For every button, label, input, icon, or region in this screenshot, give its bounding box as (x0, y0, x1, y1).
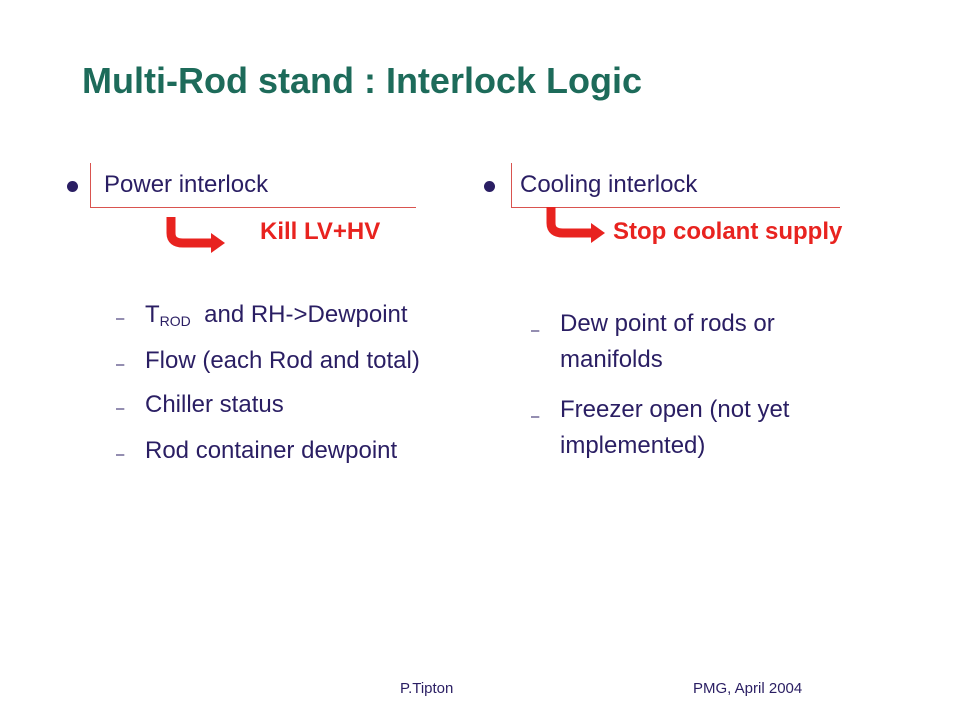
trod-symbol: T (145, 301, 160, 328)
power-interlock-heading: Power interlock (104, 171, 269, 198)
footer-meeting: PMG, April 2004 (693, 680, 803, 697)
bullet-dot-icon (67, 181, 78, 192)
cooling-interlock-heading: Cooling interlock (520, 171, 698, 198)
dash-marker: – (116, 356, 125, 373)
list-item-dew-point: Dew point of rods or manifolds (560, 310, 775, 373)
trod-subscript: ROD (159, 313, 191, 329)
bullet-dot-icon (484, 181, 495, 192)
dash-marker: – (116, 446, 125, 463)
curved-arrow-icon (546, 207, 605, 243)
list-item-freezer: Freezer open (not yet implemented) (560, 396, 790, 459)
list-item-rod-container: Rod container dewpoint (145, 437, 398, 464)
trod-rest: and RH->Dewpoint (190, 301, 408, 328)
dash-marker: – (531, 408, 540, 425)
dash-marker: – (116, 310, 125, 327)
list-item-flow: Flow (each Rod and total) (145, 347, 420, 374)
list-item-trod: TROD and RH->Dewpoint (145, 300, 408, 336)
curved-arrow-icon (166, 217, 225, 253)
dash-marker: – (116, 400, 125, 417)
dash-marker: – (531, 322, 540, 339)
kill-lv-hv-action: Kill LV+HV (260, 218, 381, 245)
footer-author: P.Tipton (400, 680, 454, 697)
list-item-chiller: Chiller status (145, 391, 284, 418)
heading-bracket (90, 163, 416, 208)
heading-bracket (511, 163, 840, 208)
slide-title: Multi-Rod stand : Interlock Logic (82, 60, 642, 101)
stop-coolant-action: Stop coolant supply (613, 218, 843, 245)
